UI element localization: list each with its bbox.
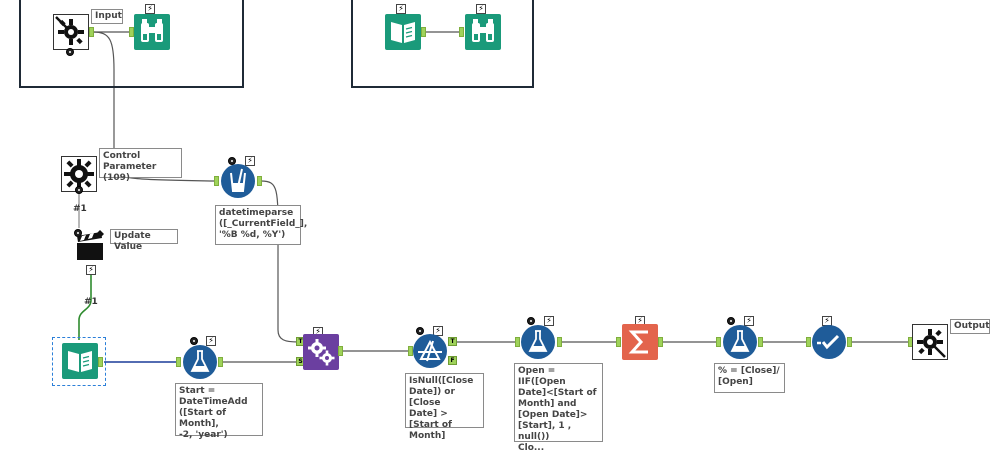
annotation-filter[interactable]: IsNull([Close Date]) or [Close Date] > […	[405, 373, 484, 441]
anchor-in[interactable]	[806, 337, 811, 347]
annotation-pct-formula[interactable]: % = [Close]/ [Open]	[714, 363, 785, 393]
append-fields-icon	[303, 334, 339, 370]
annotation-control-parameter[interactable]: Control Parameter (109)	[99, 148, 182, 183]
annotation-update-value[interactable]: Update Value	[110, 229, 178, 252]
anchor-out[interactable]	[421, 27, 426, 37]
anchor-out[interactable]	[847, 337, 852, 347]
book-icon	[385, 14, 421, 50]
connection-label: #1	[73, 204, 87, 214]
bolt-badge: ⚡	[744, 316, 754, 326]
append-fields-tool[interactable]	[303, 334, 339, 370]
bolt-badge: ⚡	[145, 4, 155, 14]
anchor-in[interactable]	[214, 176, 219, 186]
beaker-icon	[221, 164, 255, 198]
annotation-input[interactable]: Input	[91, 9, 123, 24]
container-right[interactable]	[351, 0, 534, 88]
cog-badge	[66, 48, 74, 56]
macro-output-tool[interactable]	[912, 324, 948, 360]
binoculars-icon	[465, 14, 501, 50]
bolt-badge: ⚡	[206, 336, 216, 346]
anchor-in[interactable]	[459, 27, 464, 37]
multi-field-formula-tool[interactable]	[220, 163, 256, 199]
cog-badge	[75, 186, 83, 194]
action-tool[interactable]	[73, 228, 109, 264]
bolt-badge: ⚡	[245, 156, 255, 166]
flask-icon	[723, 325, 757, 359]
cog-badge	[190, 337, 198, 345]
anchor-in[interactable]	[408, 346, 413, 356]
wire-multi-append	[260, 180, 299, 343]
select-tool[interactable]	[811, 324, 847, 360]
browse-tool[interactable]	[134, 14, 170, 50]
anchor-true[interactable]: T	[448, 337, 457, 346]
anchor-out[interactable]	[257, 176, 262, 186]
anchor-out[interactable]	[658, 337, 663, 347]
anchor-in[interactable]	[515, 337, 520, 347]
container-left[interactable]	[19, 0, 244, 88]
binoculars-icon	[134, 14, 170, 50]
bolt-badge: ⚡	[86, 265, 96, 275]
anchor-out[interactable]	[557, 337, 562, 347]
annotation-start-formula[interactable]: Start = DateTimeAdd ([Start of Month], -…	[175, 383, 263, 440]
flask-icon	[183, 345, 217, 379]
annotation-output[interactable]: Output	[950, 319, 990, 334]
connection-label: #1	[84, 297, 98, 307]
text-input-tool[interactable]	[385, 14, 421, 50]
filter-icon	[413, 334, 447, 368]
bolt-badge: ⚡	[544, 316, 554, 326]
anchor-false[interactable]: F	[448, 356, 457, 365]
browse-tool-2[interactable]	[465, 14, 501, 50]
summarize-tool[interactable]	[622, 324, 658, 360]
anchor-out[interactable]	[89, 27, 94, 37]
anchor-out[interactable]	[98, 357, 103, 367]
connection-wires	[78, 31, 910, 363]
sigma-icon	[622, 324, 658, 360]
annotation-open-formula[interactable]: Open = IIF([Open Date]<[Start of Month] …	[514, 363, 603, 453]
annotation-datetimeparse[interactable]: datetimeparse ([_CurrentField_], '%B %d,…	[215, 205, 307, 245]
macro-output-icon	[912, 324, 948, 360]
bolt-badge: ⚡	[396, 4, 406, 14]
anchor-in[interactable]	[616, 337, 621, 347]
macro-input-tool[interactable]	[53, 14, 89, 50]
anchor-out[interactable]	[758, 337, 763, 347]
cog-badge	[416, 327, 424, 335]
cog-badge	[727, 317, 735, 325]
anchor-out[interactable]	[338, 346, 343, 356]
filter-tool[interactable]	[412, 333, 448, 369]
selection-box	[52, 337, 106, 386]
bolt-badge: ⚡	[433, 326, 443, 336]
cog-badge	[527, 317, 535, 325]
formula-tool-start[interactable]	[182, 344, 218, 380]
book-icon	[62, 343, 98, 379]
anchor-out[interactable]	[218, 357, 223, 367]
wire-action-textinput	[78, 275, 92, 340]
formula-tool-pct[interactable]	[722, 324, 758, 360]
text-input-tool-2[interactable]	[62, 343, 98, 379]
anchor-in[interactable]	[176, 357, 181, 367]
formula-tool-open[interactable]	[520, 324, 556, 360]
anchor-in[interactable]	[716, 337, 721, 347]
bolt-badge: ⚡	[476, 4, 486, 14]
macro-input-icon	[53, 14, 89, 50]
check-icon	[812, 325, 846, 359]
clapperboard-icon	[77, 230, 104, 260]
cog-badge	[228, 157, 236, 165]
flask-icon	[521, 325, 555, 359]
anchor-in[interactable]	[129, 27, 134, 37]
